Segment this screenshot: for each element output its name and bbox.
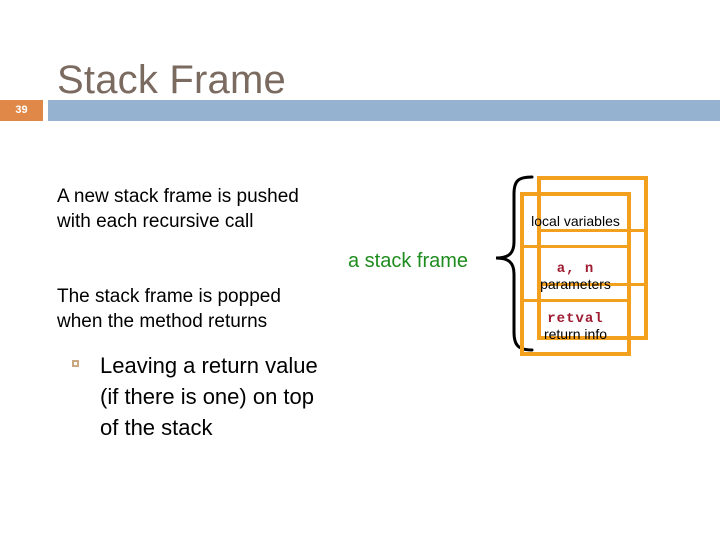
stack-frame-box-foreground: local variables a, n parameters retval r… [520, 192, 631, 356]
frame-row-code: retval [547, 311, 604, 327]
annotation-a-stack-frame: a stack frame [348, 250, 469, 272]
stack-frame-diagram: local variables a, n parameters retval r… [515, 172, 660, 362]
list-item-label: Leaving a return value (if there is one)… [100, 353, 318, 440]
slide-number-label: 39 [15, 104, 28, 116]
square-bullet-icon [72, 360, 79, 367]
frame-row-parameters: a, n parameters [524, 248, 627, 302]
frame-row-code: a, n [556, 261, 595, 277]
curly-brace-icon [488, 174, 548, 354]
list-item-leaving-return-value: Leaving a return value (if there is one)… [72, 350, 372, 443]
frame-row-label: parameters [540, 276, 611, 292]
slide-number-badge: 39 [0, 100, 43, 121]
frame-row-return-info: retval return info [524, 302, 627, 354]
frame-row [541, 180, 644, 232]
frame-row-label: return info [543, 326, 608, 342]
page-title: Stack Frame [57, 58, 286, 102]
paragraph-stack-frame-popped: The stack frame is popped when the metho… [57, 286, 281, 332]
title-underline-bar [48, 100, 720, 121]
frame-row-local-variables: local variables [524, 196, 627, 248]
frame-row [541, 232, 644, 286]
stack-frame-box-background [537, 176, 648, 340]
paragraph-stack-frame-pushed: A new stack frame is pushed with each re… [57, 186, 299, 232]
frame-row-label: local variables [531, 213, 620, 229]
